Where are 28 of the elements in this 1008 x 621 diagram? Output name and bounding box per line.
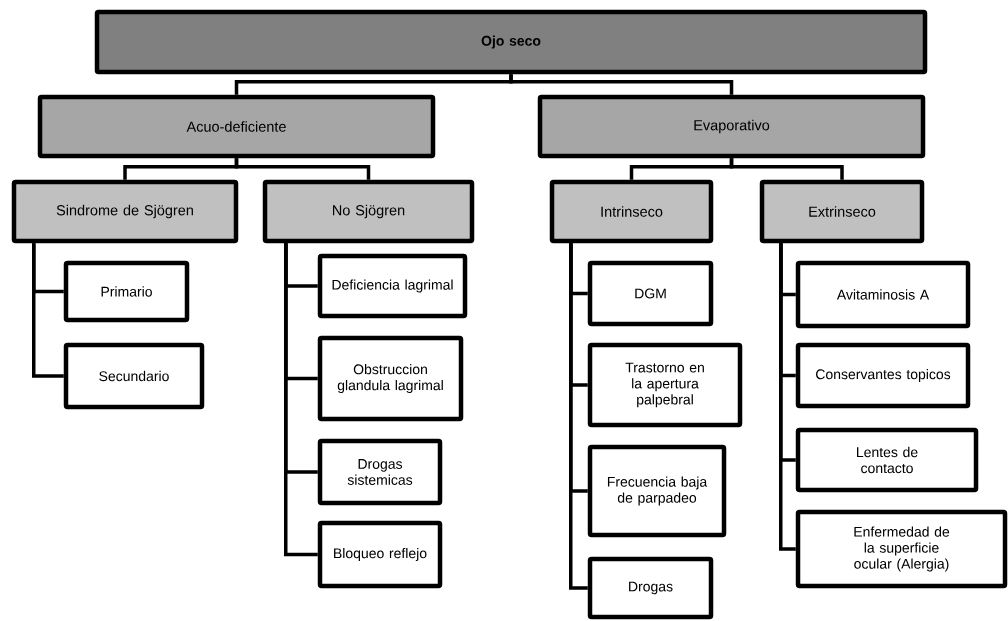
connector-line [32, 243, 64, 378]
title-box: Ojo seco [94, 9, 928, 75]
subcategory-box: No Sjögren [262, 179, 475, 244]
item-box: Primario [63, 260, 190, 323]
connector-line [234, 158, 371, 180]
category-box: Evaporativo [537, 94, 926, 159]
item-box: Secundario [63, 342, 205, 410]
item-box: Frecuencia baja de parpadeo [587, 444, 727, 538]
connector-line [779, 243, 796, 551]
item-box: Lentes de contacto [795, 427, 979, 493]
connector-line [569, 243, 588, 590]
subcategory-box: Intrinseco [549, 179, 714, 244]
item-box: DGM [587, 260, 714, 327]
item-box: Avitaminosis A [795, 260, 971, 329]
item-box: Conservantes topicos [795, 342, 971, 409]
item-box: Drogas [587, 556, 714, 620]
subcategory-box: Sindrome de Sjögren [11, 179, 239, 244]
item-box: Obstruccion glandula lagrimal [317, 335, 464, 422]
item-box: Trastorno en la apertura palpebral [587, 342, 743, 428]
subcategory-box: Extrinseco [759, 179, 925, 244]
item-box: Bloqueo reflejo [317, 520, 443, 589]
item-box: Deficiencia lagrimal [317, 253, 468, 319]
item-box: Drogas sistemicas [317, 438, 443, 506]
connector-line [729, 158, 844, 180]
item-box: Enfermedad de la superficie ocular (Alergia) [795, 509, 1008, 589]
connector-line [509, 74, 734, 95]
category-box: Acuo-deficiente [37, 94, 436, 159]
connector-line [284, 243, 318, 557]
